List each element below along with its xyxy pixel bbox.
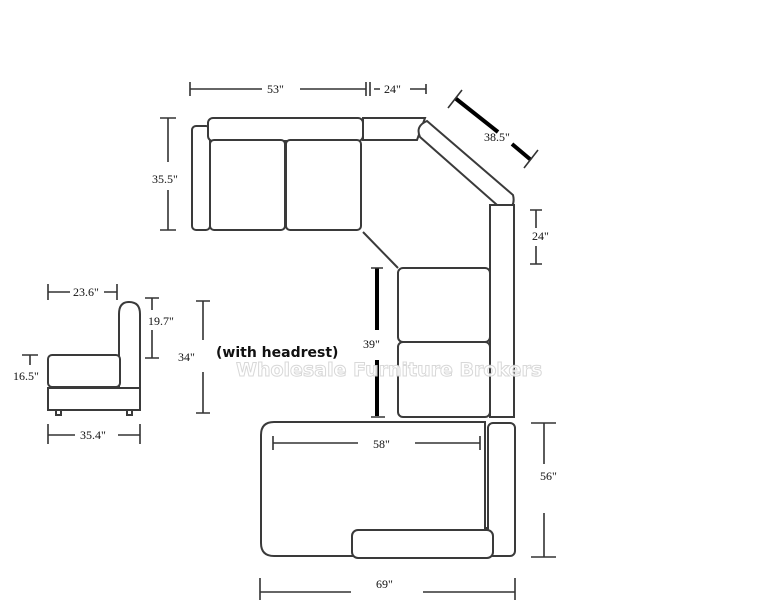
dimension-lines <box>22 82 556 600</box>
dim-left-depth: 35.5" <box>152 172 178 186</box>
watermark: Wholesale Furniture Brokers <box>236 359 542 381</box>
corner-section <box>362 117 515 269</box>
dim-right-segment: 24" <box>532 229 549 243</box>
dim-back-height: 19.7" <box>148 314 174 328</box>
dim-top-width: 53" <box>267 82 284 96</box>
dim-seat-height: 16.5" <box>13 369 39 383</box>
headrest-note: (with headrest) <box>216 345 338 361</box>
dim-armless-length: 39" <box>363 337 380 351</box>
dim-total-depth: 35.4" <box>80 428 106 442</box>
chaise-section <box>260 421 516 559</box>
side-view-chair <box>47 300 141 416</box>
right-armless-sections <box>397 204 515 418</box>
dim-corner-diagonal: 38.5" <box>484 130 510 144</box>
dim-chaise-depth: 56" <box>540 469 557 483</box>
dim-chaise-inner: 58" <box>373 437 390 451</box>
dim-corner-top-width: 24" <box>384 82 401 96</box>
dim-total-height: 34" <box>178 350 195 364</box>
dim-chaise-total-width: 69" <box>376 577 393 591</box>
top-loveseat <box>191 117 364 231</box>
dim-seat-depth: 23.6" <box>73 285 99 299</box>
